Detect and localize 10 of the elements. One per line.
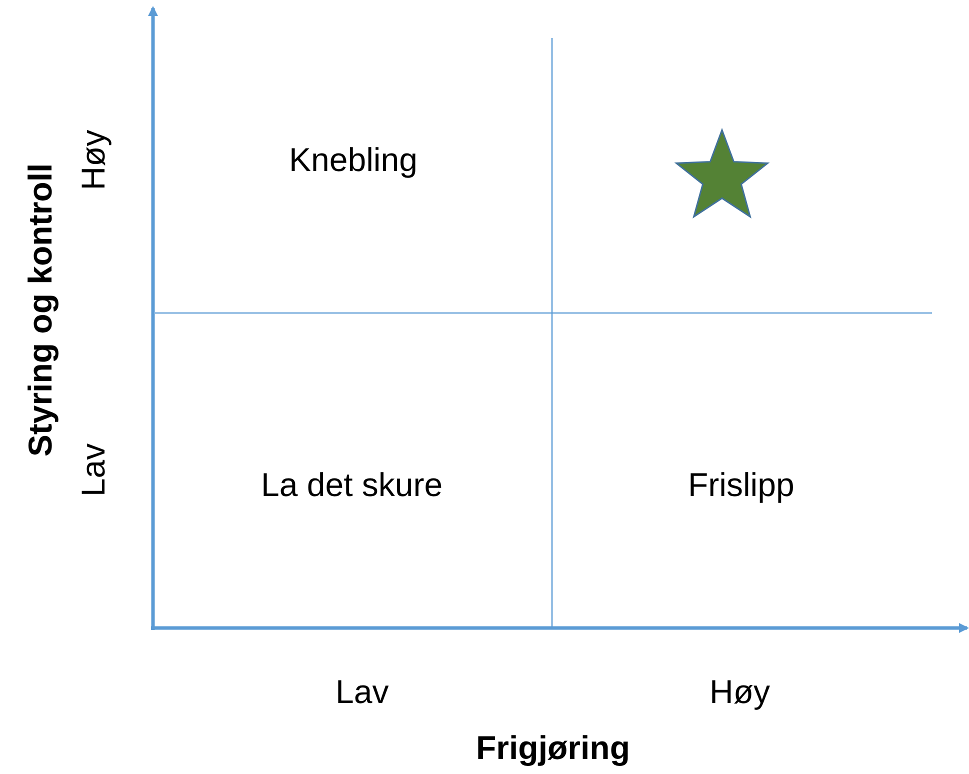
axis-title: Styring og kontroll [21,163,60,457]
axis-title: Frigjøring [476,729,630,767]
axis-level-label: Høy [74,130,112,190]
axis-level-label: Lav [336,673,389,711]
axis-level-label: Lav [74,443,112,497]
quadrant-label: La det skure [261,466,443,504]
axis-level-label: Høy [710,673,770,711]
quadrant-label: Frislipp [688,466,794,504]
star-marker [674,128,770,219]
quadrant-label: Knebling [289,141,418,179]
